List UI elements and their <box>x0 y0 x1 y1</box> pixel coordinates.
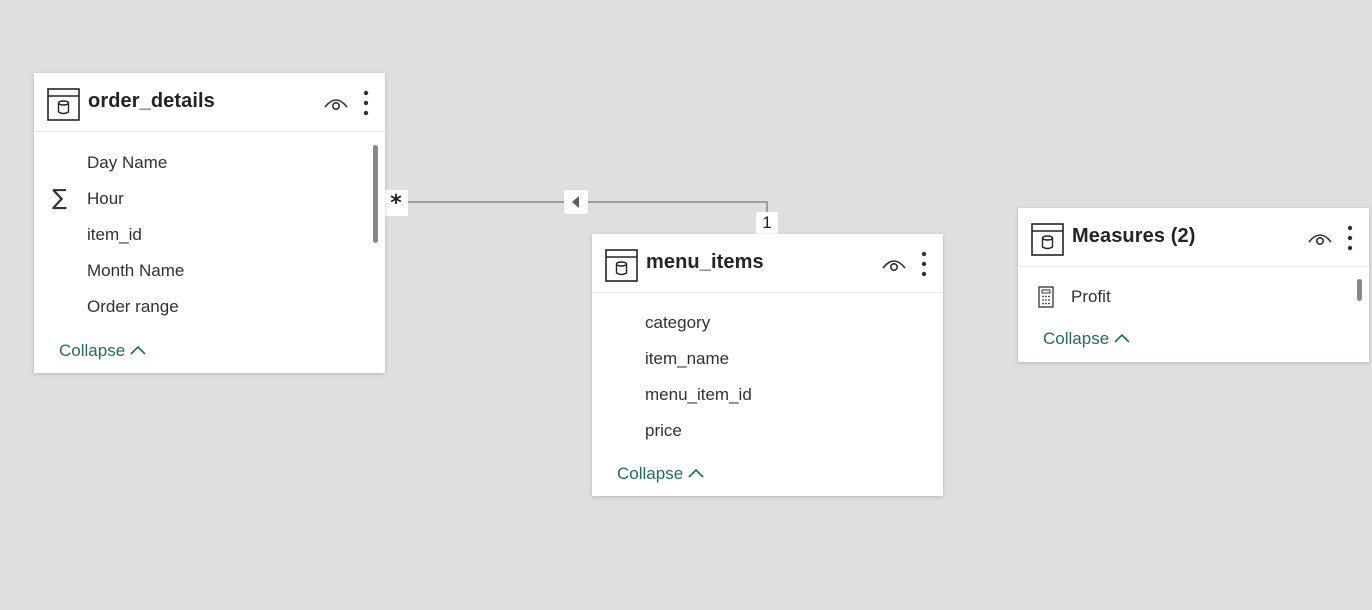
field-row[interactable]: category <box>592 310 922 338</box>
field-label: Profit <box>1071 287 1111 306</box>
eye-icon[interactable] <box>1307 229 1333 247</box>
field-row[interactable]: menu_item_id <box>592 382 922 410</box>
more-options-icon[interactable] <box>921 251 927 277</box>
eye-icon[interactable] <box>323 94 349 112</box>
field-label: item_name <box>645 349 730 368</box>
field-row[interactable]: item_name <box>592 346 922 374</box>
table-card-menu-items[interactable]: menu_items category item_name menu_item_… <box>592 234 943 496</box>
filter-direction-arrow-icon <box>572 196 579 208</box>
table-icon <box>1031 223 1064 256</box>
eye-icon[interactable] <box>881 255 907 273</box>
field-list-scrollbar[interactable] <box>373 145 378 243</box>
table-card-order-details[interactable]: order_details Day Name ∑ Hour item_id Mo… <box>34 73 385 373</box>
field-row[interactable]: Order range <box>34 294 364 322</box>
field-label: price <box>645 421 682 440</box>
field-label: Order range <box>87 297 179 316</box>
chevron-up-icon <box>130 345 146 355</box>
chevron-up-icon <box>688 468 704 478</box>
calculator-icon <box>1038 286 1054 308</box>
field-label: Hour <box>87 189 124 208</box>
collapse-label: Collapse <box>59 341 126 360</box>
field-label: Month Name <box>87 261 185 280</box>
field-list-scrollbar[interactable] <box>1357 279 1362 301</box>
field-row[interactable]: Day Name <box>34 150 364 178</box>
chevron-up-icon <box>1114 333 1130 343</box>
relationship-one-cardinality: 1 <box>756 212 778 234</box>
field-label: category <box>645 313 711 332</box>
relationship-direction-marker[interactable] <box>564 190 588 214</box>
sigma-icon: ∑ <box>52 186 67 211</box>
field-row[interactable]: price <box>592 418 922 446</box>
table-card-header[interactable]: Measures (2) <box>1018 208 1369 267</box>
field-row[interactable]: ∑ Hour <box>34 186 364 214</box>
table-title: menu_items <box>646 251 764 273</box>
field-row[interactable]: Profit <box>1018 284 1348 312</box>
collapse-label: Collapse <box>617 464 684 483</box>
field-label: item_id <box>87 225 142 244</box>
table-icon <box>605 249 638 282</box>
more-options-icon[interactable] <box>363 90 369 116</box>
field-row[interactable]: item_id <box>34 222 364 250</box>
field-label: menu_item_id <box>645 385 752 404</box>
more-options-icon[interactable] <box>1347 225 1353 251</box>
table-card-measures[interactable]: Measures (2) Profit Collapse <box>1018 208 1369 362</box>
table-card-header[interactable]: menu_items <box>592 234 943 293</box>
table-icon <box>47 88 80 121</box>
collapse-button[interactable]: Collapse <box>59 341 146 361</box>
collapse-button[interactable]: Collapse <box>617 464 704 484</box>
table-title: Measures (2) <box>1072 225 1196 247</box>
table-card-header[interactable]: order_details <box>34 73 385 132</box>
field-label: Day Name <box>87 153 168 172</box>
relationship-many-cardinality: * <box>384 190 408 216</box>
table-title: order_details <box>88 90 215 112</box>
collapse-button[interactable]: Collapse <box>1043 329 1130 349</box>
field-row[interactable]: Month Name <box>34 258 364 286</box>
collapse-label: Collapse <box>1043 329 1110 348</box>
